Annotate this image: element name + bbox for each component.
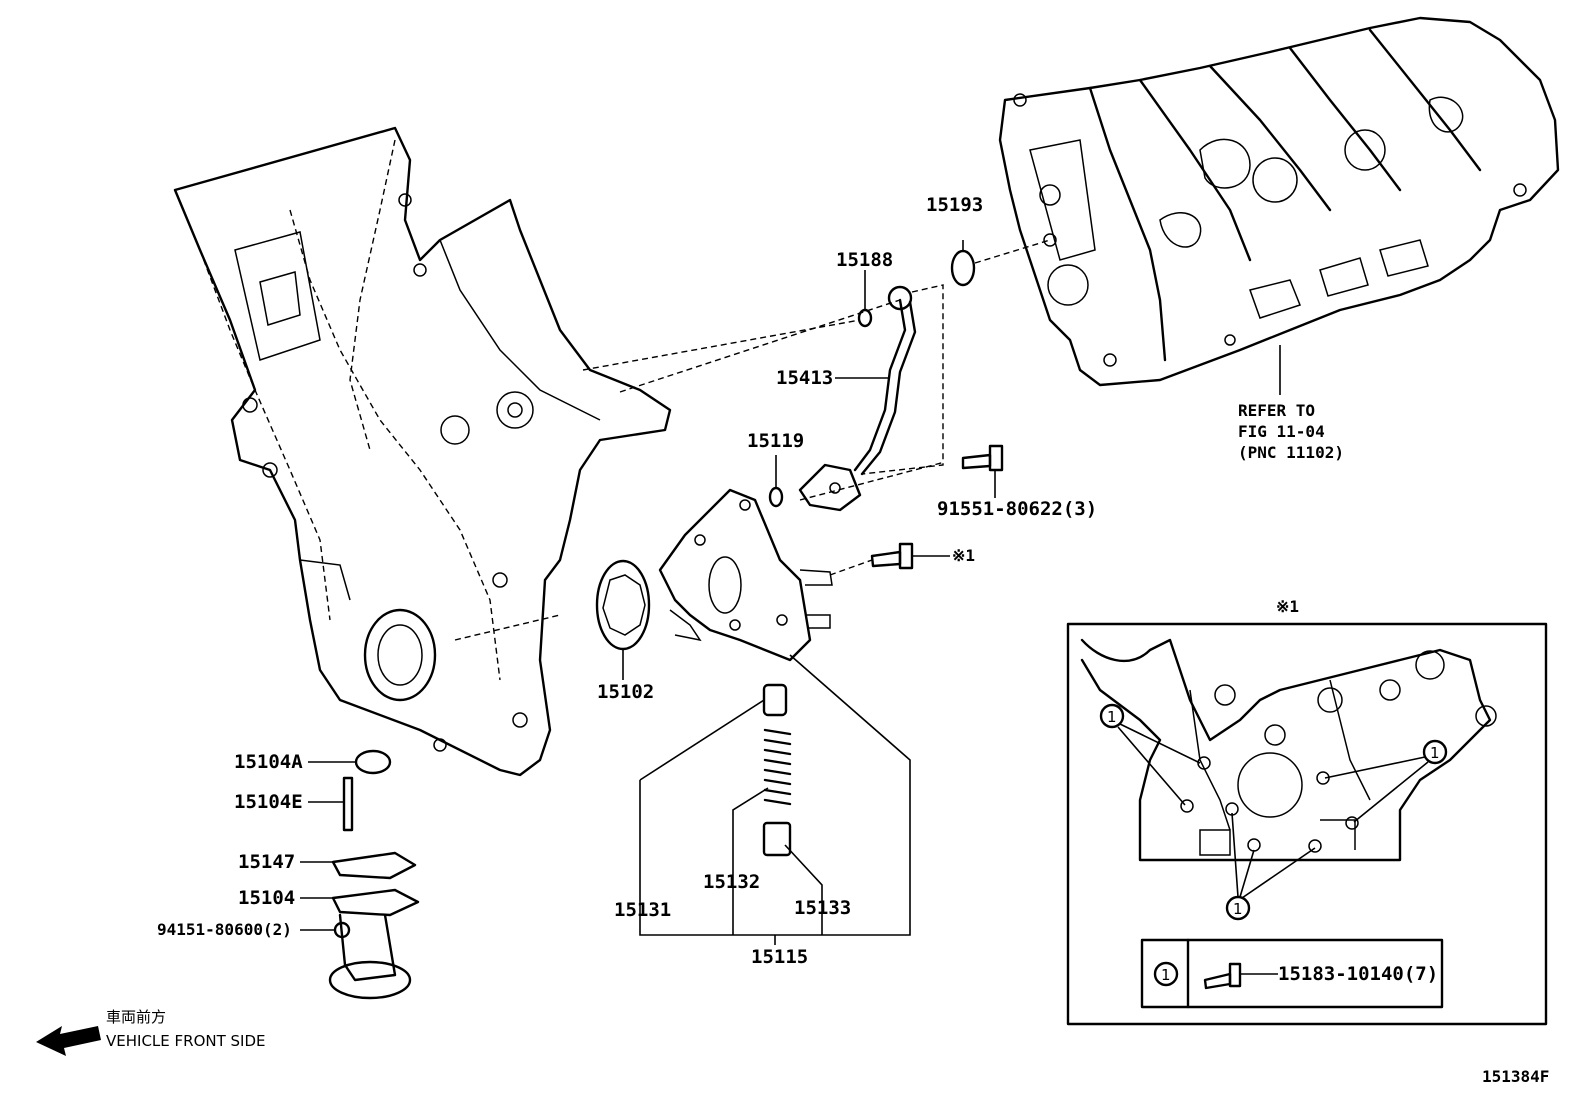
oil-pipe-drawing	[798, 285, 917, 512]
assembly-lines	[454, 239, 1051, 641]
detail-callout-circle-right	[1422, 739, 1448, 765]
label-mark1-bolt: ※1	[952, 546, 975, 565]
detail-callout-number-bottom: 1	[1233, 900, 1243, 918]
strainer-flange-15104	[331, 888, 420, 917]
legend-part-number: 15183-10140(7)	[1278, 963, 1438, 985]
label-15132: 15132	[703, 871, 760, 893]
legend-bolt-head-icon	[1228, 962, 1242, 988]
label-15104E: 15104E	[234, 791, 303, 813]
label-15188: 15188	[836, 249, 893, 271]
timing-cover-drawing	[173, 126, 672, 777]
label-15147: 15147	[238, 851, 295, 873]
label-15104: 15104	[238, 887, 295, 909]
refer-note-line1: REFER TO	[1238, 401, 1315, 420]
stud-15104E	[342, 776, 354, 832]
label-15193: 15193	[926, 194, 983, 216]
oil-pump-body-drawing	[658, 488, 833, 662]
bolt-91551-head	[988, 444, 1004, 472]
vehicle-front-en: VEHICLE FRONT SIDE	[106, 1032, 266, 1050]
detail-callout-circle-left	[1099, 703, 1125, 729]
spring-15132	[763, 728, 792, 806]
label-91551-80622: 91551-80622(3)	[937, 498, 1097, 520]
bolt-mark1-head	[898, 542, 914, 570]
oil-pump-rotor-drawing	[595, 559, 651, 651]
bolt-91551	[961, 453, 992, 470]
valve-15131	[762, 683, 788, 717]
detail-callout-number-left: 1	[1107, 708, 1117, 726]
refer-note-line2: FIG 11-04	[1238, 422, 1325, 441]
leader-lines	[300, 240, 1281, 945]
label-15104A: 15104A	[234, 751, 303, 773]
vehicle-front-indicator: 車両前方 VEHICLE FRONT SIDE	[36, 1008, 266, 1056]
label-15133: 15133	[794, 897, 851, 919]
detail-callout-number-right: 1	[1430, 744, 1440, 762]
legend-callout-number: 1	[1161, 966, 1171, 984]
plug-15133	[762, 821, 792, 857]
gaskets-and-bolts	[328, 249, 1004, 1000]
strainer-pan-15104	[328, 960, 412, 1000]
detail-inset: ※1 1 1 1 1	[1066, 597, 1548, 1026]
legend-bolt-icon	[1203, 972, 1232, 990]
o-ring-15193	[950, 249, 976, 287]
gasket-15147	[331, 851, 417, 880]
vehicle-front-jp: 車両前方	[106, 1008, 166, 1026]
o-ring-15104A	[354, 749, 392, 775]
bolt-mark1	[870, 550, 902, 568]
label-15131: 15131	[614, 899, 671, 921]
figure-id: 151384F	[1482, 1067, 1549, 1086]
legend-callout-circle	[1153, 961, 1179, 987]
o-ring-15119	[768, 486, 784, 508]
label-15119: 15119	[747, 430, 804, 452]
label-15413: 15413	[776, 367, 833, 389]
strainer-tube-15104	[338, 913, 397, 982]
label-15115: 15115	[751, 946, 808, 968]
detail-frame	[1066, 622, 1548, 1026]
front-arrow-icon	[36, 1026, 101, 1056]
legend-table	[1140, 938, 1444, 1009]
label-15102: 15102	[597, 681, 654, 703]
engine-block-drawing	[998, 16, 1560, 387]
relief-valve-drawing	[762, 683, 792, 857]
detail-title: ※1	[1276, 597, 1299, 616]
label-94151-80600: 94151-80600(2)	[157, 920, 292, 939]
refer-note-line3: (PNC 11102)	[1238, 443, 1344, 462]
